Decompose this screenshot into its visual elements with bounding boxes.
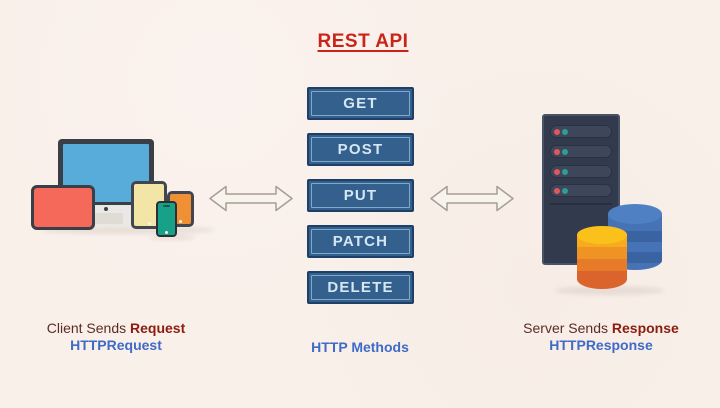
client-caption-bold: Request [130, 320, 186, 336]
led-red-icon [554, 128, 560, 135]
led-red-icon [554, 148, 560, 155]
led-red-icon [554, 187, 560, 194]
client-caption-line1: Client Sends Request [16, 320, 216, 337]
home-button-dot [179, 220, 182, 223]
method-button-label: GET [343, 95, 378, 112]
method-button-label: PATCH [332, 233, 389, 250]
led-teal-icon [562, 187, 568, 194]
server-slot [550, 184, 612, 197]
server-caption: Server Sends Response HTTPResponse [501, 320, 701, 354]
phone-speaker [163, 205, 170, 207]
server-divider [550, 203, 612, 205]
method-button-delete[interactable]: DELETE [307, 271, 414, 304]
server-slot [550, 145, 612, 158]
led-red-icon [554, 168, 560, 175]
monitor-sticker [85, 213, 123, 224]
method-button-label: PUT [343, 187, 378, 204]
client-caption: Client Sends Request HTTPRequest [16, 320, 216, 354]
method-button-patch[interactable]: PATCH [307, 225, 414, 258]
client-methods-arrow-icon [209, 185, 293, 212]
home-button-dot [147, 222, 151, 225]
phones-shadow [150, 235, 195, 240]
methods-server-arrow-icon [430, 185, 514, 212]
http-methods-list: GET POST PUT PATCH DELETE [307, 87, 414, 304]
home-button-dot [165, 231, 168, 234]
led-teal-icon [562, 128, 568, 135]
method-button-label: DELETE [327, 279, 394, 296]
phone-icon-teal [156, 201, 177, 237]
server-slot [550, 125, 612, 138]
server-caption-line1: Server Sends Response [501, 320, 701, 337]
devices-shadow [40, 226, 215, 234]
server-caption-bold: Response [611, 320, 679, 336]
method-button-label: POST [337, 141, 384, 158]
server-caption-prefix: Server Sends [523, 320, 612, 336]
methods-caption: HTTP Methods [311, 339, 409, 355]
diagram-title: REST API [317, 31, 409, 52]
monitor-logo-dot [104, 207, 108, 211]
led-teal-icon [562, 148, 568, 155]
client-caption-sub: HTTPRequest [70, 337, 162, 353]
server-caption-sub: HTTPResponse [549, 337, 653, 353]
server-shadow [555, 286, 665, 295]
server-slot [550, 165, 612, 178]
led-teal-icon [562, 168, 568, 175]
method-button-get[interactable]: GET [307, 87, 414, 120]
method-button-put[interactable]: PUT [307, 179, 414, 212]
database-icon-orange [577, 226, 627, 289]
client-caption-prefix: Client Sends [46, 320, 131, 336]
method-button-post[interactable]: POST [307, 133, 414, 166]
tablet-icon-red [31, 185, 95, 230]
